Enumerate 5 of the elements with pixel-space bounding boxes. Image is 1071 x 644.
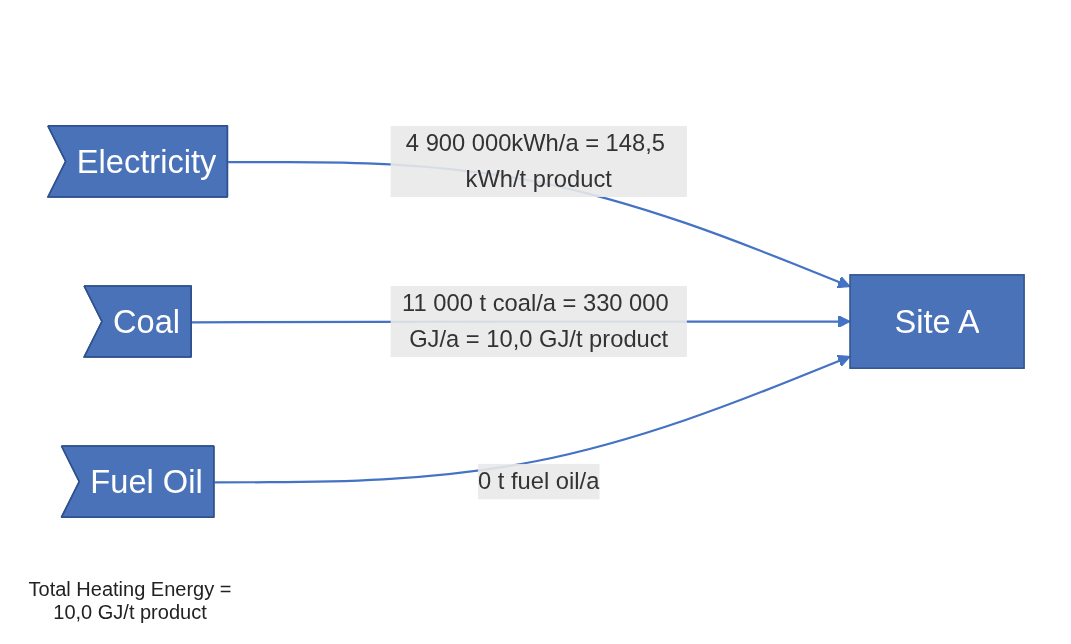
edge-label: 4 900 000kWh/a = 148,5 kWh/t product — [405, 130, 665, 192]
edge-label: 11 000 t coal/a = 330 000 GJ/a = 10,0 GJ/t product — [401, 290, 669, 352]
node-box: Site A — [848, 274, 1025, 370]
note-text: Total Heating Energy = 10,0 GJ/t product — [27, 578, 233, 624]
edge-label: 0 t fuel oil/a — [477, 468, 599, 494]
